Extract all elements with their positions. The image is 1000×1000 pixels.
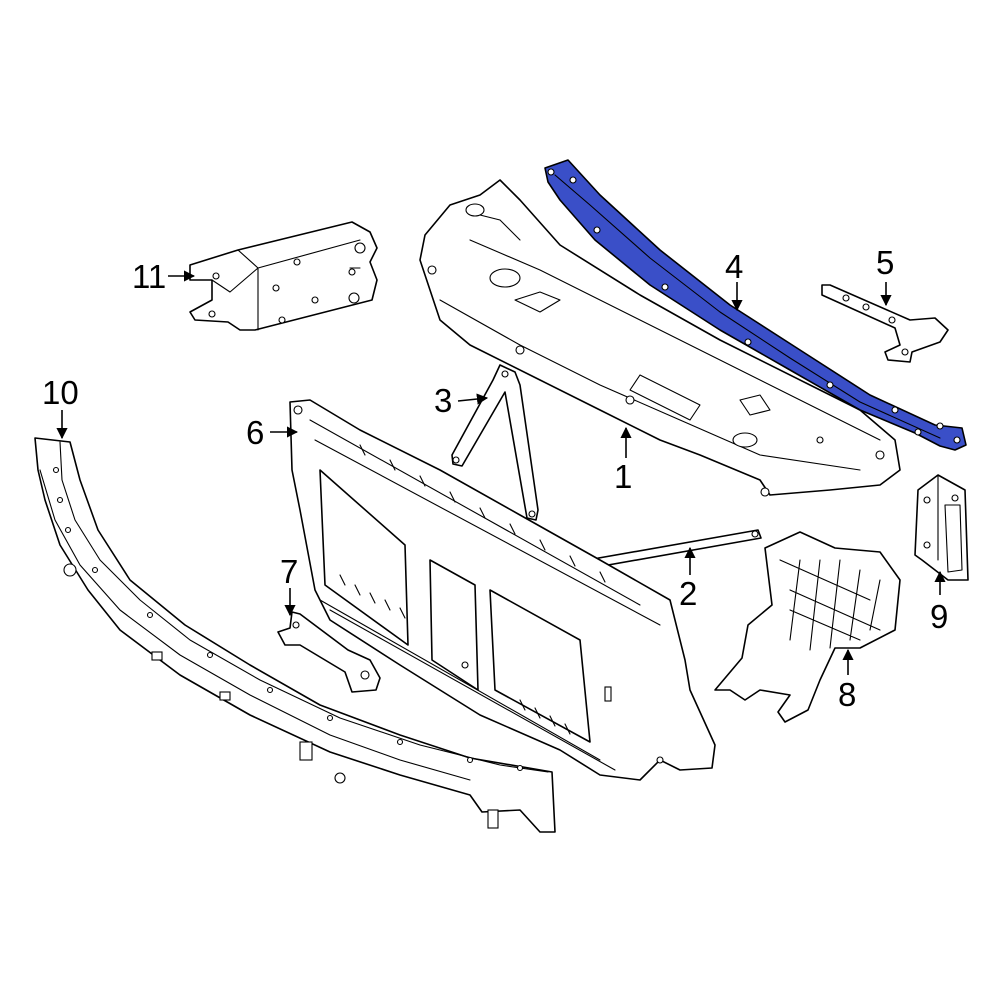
callout-labels: 1 2 3 4 5 6 7 8 9 10 11 bbox=[42, 244, 948, 713]
callout-2: 2 bbox=[679, 575, 697, 612]
part-6-radiator-support bbox=[289, 399, 716, 781]
part-11-bracket bbox=[189, 221, 378, 331]
callout-8: 8 bbox=[838, 676, 856, 713]
callout-5: 5 bbox=[876, 244, 894, 281]
part-3-strut bbox=[451, 364, 539, 521]
part-4-reinforcement-highlighted bbox=[544, 159, 967, 451]
part-10-bumper-beam bbox=[34, 437, 556, 833]
part-5-bracket bbox=[821, 284, 949, 363]
callout-3: 3 bbox=[434, 382, 452, 419]
part-1-upper-tie-bar bbox=[419, 179, 901, 497]
callout-10: 10 bbox=[42, 374, 79, 411]
callout-9: 9 bbox=[930, 598, 948, 635]
callout-1: 1 bbox=[614, 458, 632, 495]
part-9-bracket bbox=[914, 474, 969, 581]
leaders bbox=[56, 270, 946, 675]
callout-6: 6 bbox=[246, 414, 264, 451]
callout-7: 7 bbox=[280, 553, 298, 590]
callout-4: 4 bbox=[725, 248, 743, 285]
leader-3 bbox=[457, 393, 489, 405]
callout-11: 11 bbox=[132, 258, 166, 295]
part-8-deflector bbox=[714, 531, 901, 723]
